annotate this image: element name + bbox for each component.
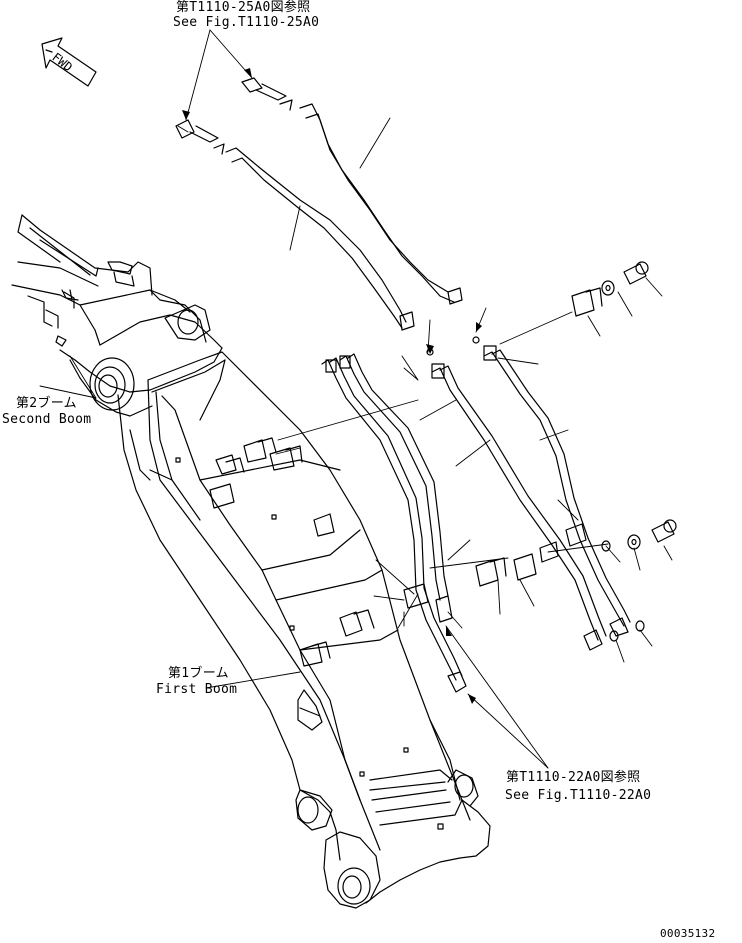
hose-right xyxy=(241,77,463,305)
hose-left xyxy=(175,119,415,331)
leader-lines xyxy=(39,29,673,769)
ref-top-en-label: See Fig.T1110-25A0 xyxy=(173,15,320,30)
first-boom-en-label: First Boom xyxy=(156,682,238,697)
first-boom xyxy=(117,351,491,909)
ref-bottom-en-label: See Fig.T1110-22A0 xyxy=(505,788,652,803)
pipe-assembly xyxy=(321,345,631,693)
drawing-number: 00035132 xyxy=(660,927,716,940)
second-boom xyxy=(11,214,223,417)
ref-bottom-jp-label: 第T1110-22A0図参照 xyxy=(506,770,641,785)
fwd-arrow-icon xyxy=(41,37,97,87)
arrowheads xyxy=(182,68,482,704)
pivot-pin-upper xyxy=(89,304,211,411)
second-boom-jp-label: 第2ブーム xyxy=(16,396,77,411)
bolts-washers xyxy=(426,261,677,642)
ref-top-jp-label: 第T1110-25A0図参照 xyxy=(176,0,311,15)
second-boom-en-label: Second Boom xyxy=(2,412,92,427)
first-boom-jp-label: 第1ブーム xyxy=(168,666,229,681)
